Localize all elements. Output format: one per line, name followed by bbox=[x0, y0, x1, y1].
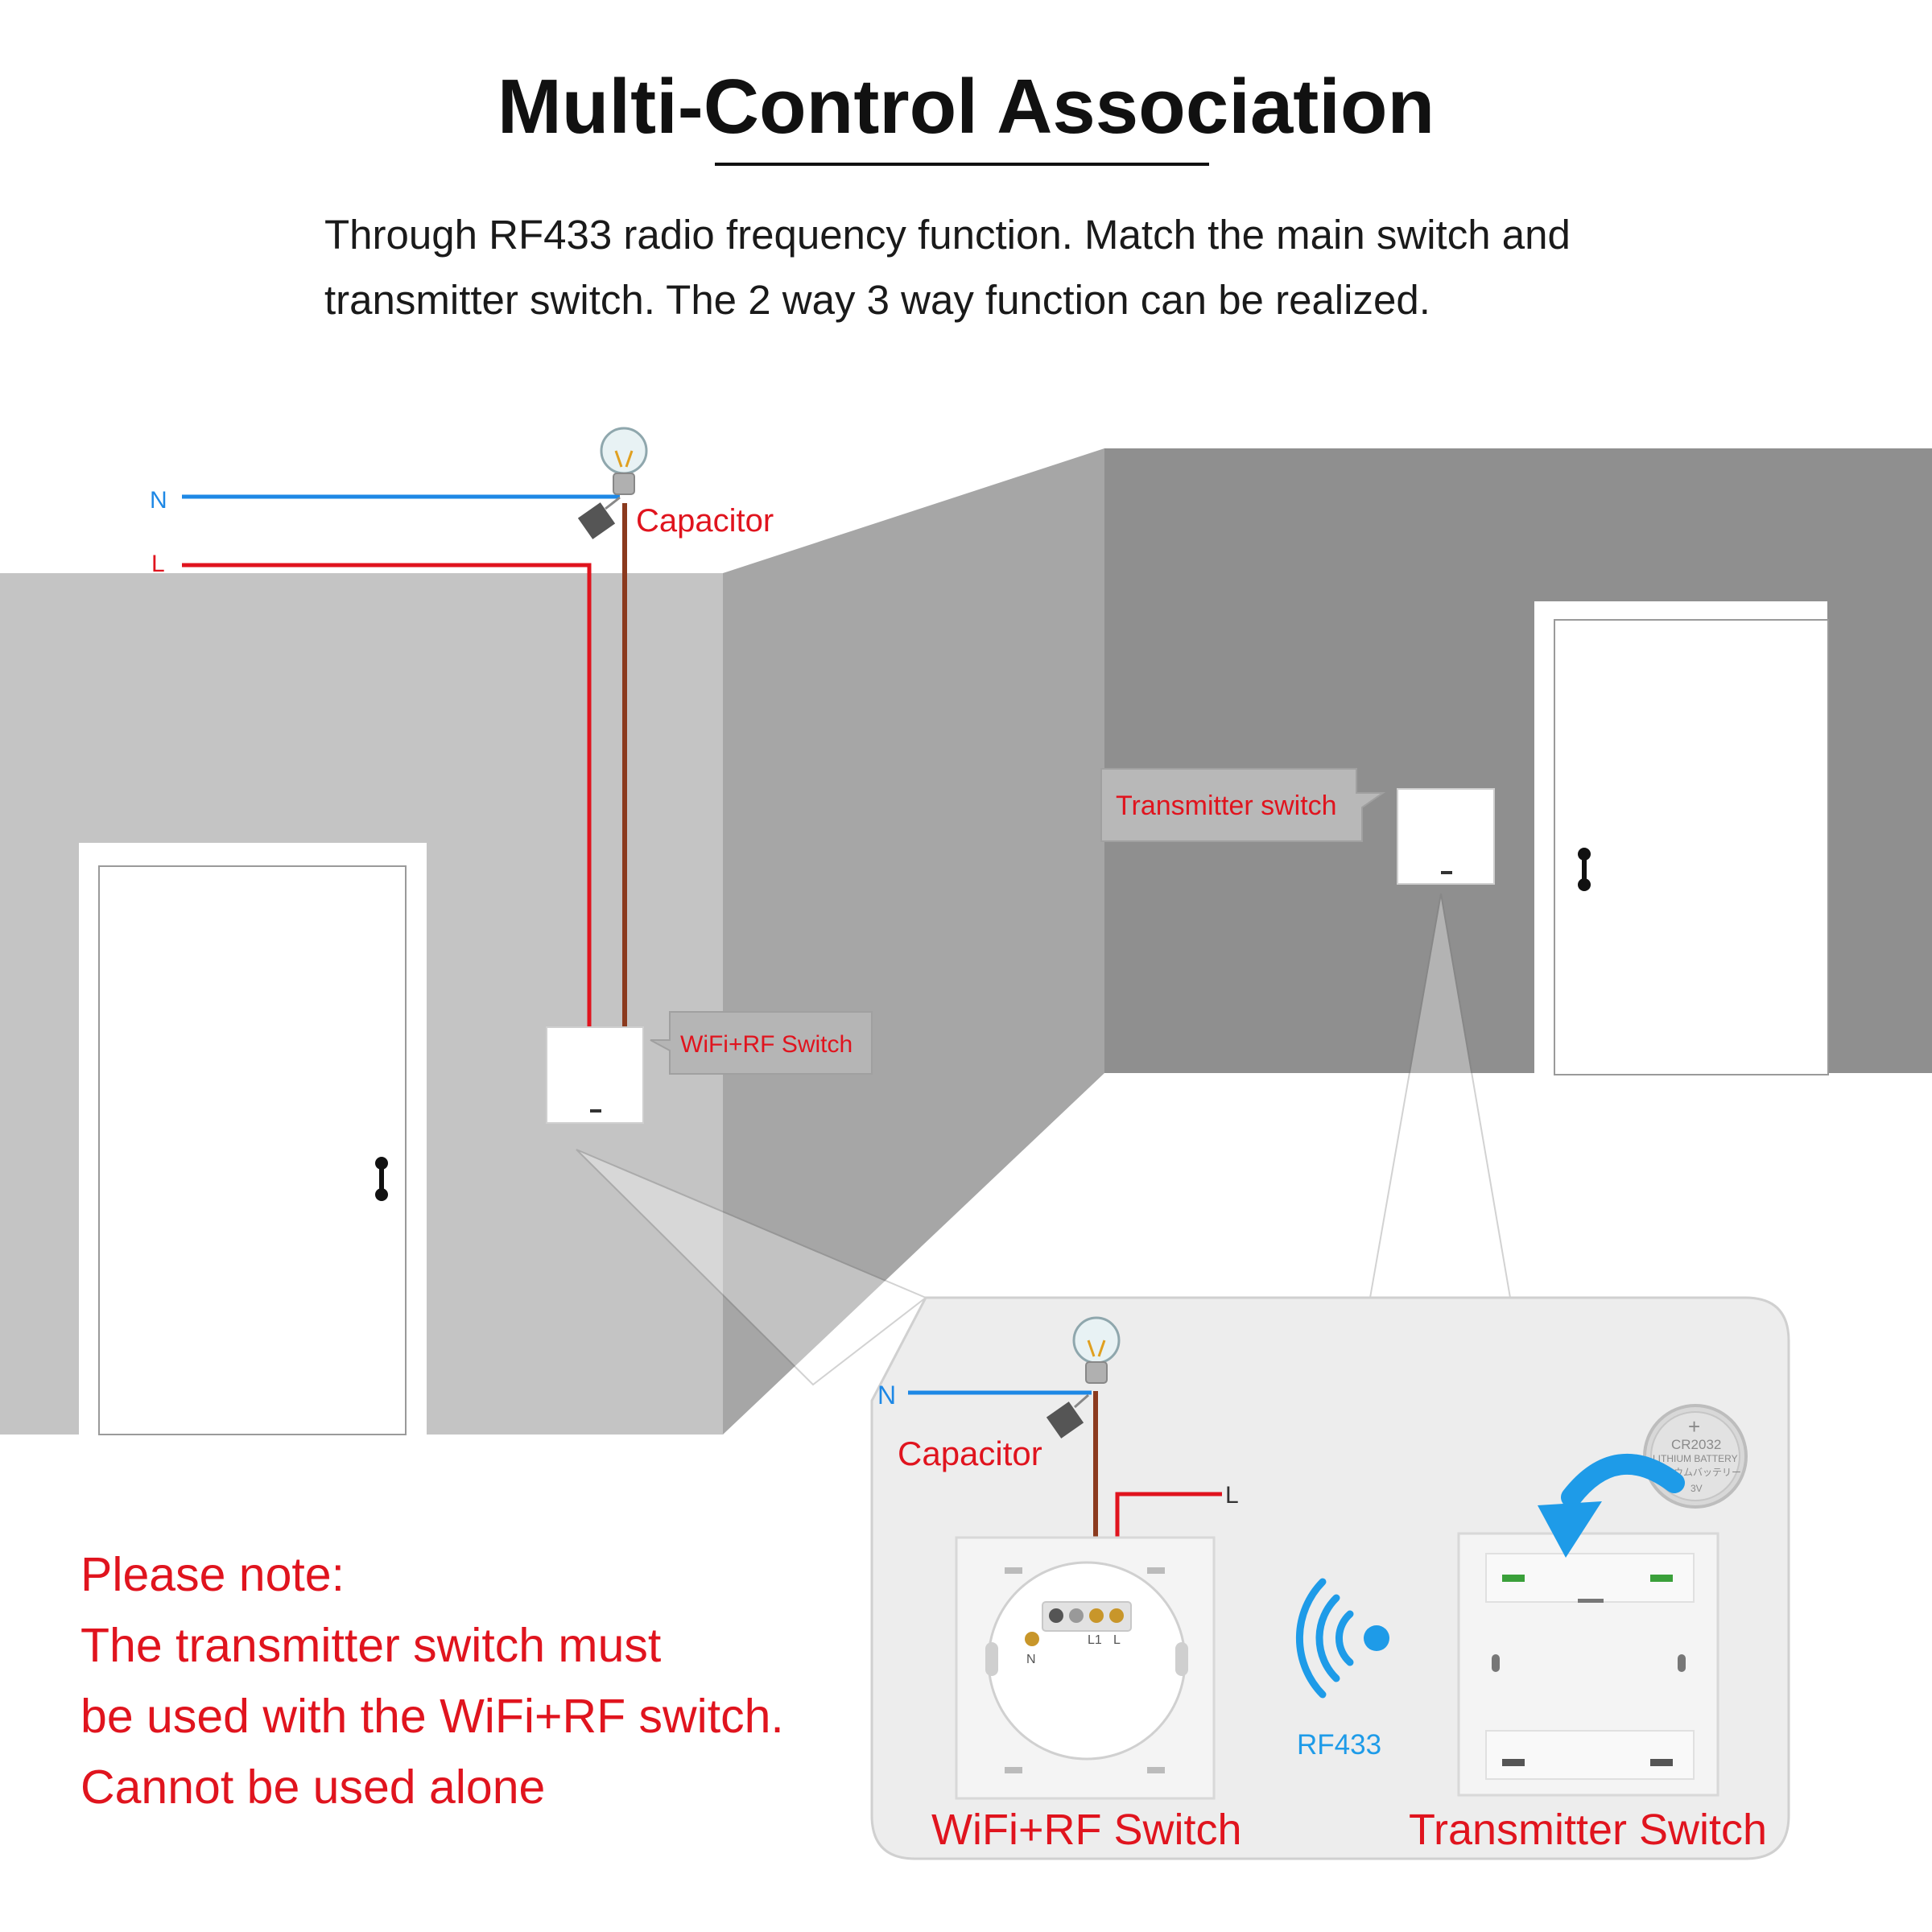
side-wall bbox=[723, 448, 1104, 1435]
title-underline bbox=[715, 163, 1209, 166]
door-handle-icon bbox=[1578, 848, 1591, 891]
rf433-label: RF433 bbox=[1297, 1729, 1381, 1761]
room-capacitor-label: Capacitor bbox=[636, 503, 774, 539]
note-line-3: be used with the WiFi+RF switch. bbox=[80, 1690, 784, 1743]
page-title: Multi-Control Association bbox=[497, 64, 1435, 150]
callout-transmitter bbox=[1100, 768, 1386, 842]
detail-neutral-label: N bbox=[877, 1381, 896, 1410]
detail-transmitter-switch bbox=[1457, 1532, 1719, 1797]
room: N L Capacitor WiFi+RF Switch Transmitter… bbox=[0, 427, 1932, 1436]
room-transmitter-switch bbox=[1397, 788, 1495, 885]
rf-signal-icon bbox=[1295, 1578, 1389, 1699]
terminal-l1-label: L1 bbox=[1088, 1633, 1102, 1647]
note-line-2: The transmitter switch must bbox=[80, 1619, 662, 1672]
detail-wifi-rf-switch: L1 L N bbox=[955, 1536, 1216, 1800]
capacitor-icon bbox=[577, 496, 621, 539]
battery-icon: + CR2032 LITHIUM BATTERY リチウムバッテリー 3V bbox=[1643, 1404, 1748, 1509]
note-line-4: Cannot be used alone bbox=[80, 1761, 546, 1814]
detail-transmitter-caption: Transmitter Switch bbox=[1409, 1806, 1767, 1854]
battery-line-2: LITHIUM BATTERY bbox=[1653, 1453, 1738, 1464]
right-door bbox=[1534, 601, 1829, 1075]
room-transmitter-label: Transmitter switch bbox=[1116, 791, 1337, 821]
door-handle-icon bbox=[375, 1157, 388, 1201]
terminal-n-label: N bbox=[1026, 1653, 1036, 1666]
terminal-l-label: L bbox=[1113, 1633, 1121, 1647]
zoom-cone-main bbox=[576, 1149, 927, 1386]
detail-panel: L1 L N RF433 + bbox=[870, 1296, 1790, 1860]
room-neutral-label: N bbox=[150, 487, 167, 514]
battery-line-1: CR2032 bbox=[1671, 1437, 1721, 1452]
battery-plus: + bbox=[1688, 1414, 1700, 1439]
detail-main-switch-caption: WiFi+RF Switch bbox=[931, 1806, 1242, 1854]
callout-main-switch bbox=[650, 1011, 873, 1075]
light-bulb-icon bbox=[600, 427, 648, 495]
light-bulb-icon bbox=[1072, 1316, 1121, 1384]
arrow-icon bbox=[1538, 1453, 1685, 1558]
room-live-wire bbox=[182, 563, 592, 1030]
detail-live-label: L bbox=[1225, 1482, 1239, 1509]
room-main-switch-label: WiFi+RF Switch bbox=[680, 1031, 852, 1058]
description-line-2: transmitter switch. The 2 way 3 way func… bbox=[324, 277, 1430, 323]
room-live-label: L bbox=[151, 551, 165, 577]
battery-line-4: 3V bbox=[1690, 1483, 1703, 1494]
left-door bbox=[79, 843, 427, 1436]
capacitor-icon bbox=[1046, 1393, 1089, 1439]
note-line-1: Please note: bbox=[80, 1548, 345, 1601]
room-wifi-rf-switch bbox=[546, 1026, 644, 1124]
detail-capacitor-label: Capacitor bbox=[898, 1435, 1042, 1472]
description-line-1: Through RF433 radio frequency function. … bbox=[324, 212, 1571, 258]
